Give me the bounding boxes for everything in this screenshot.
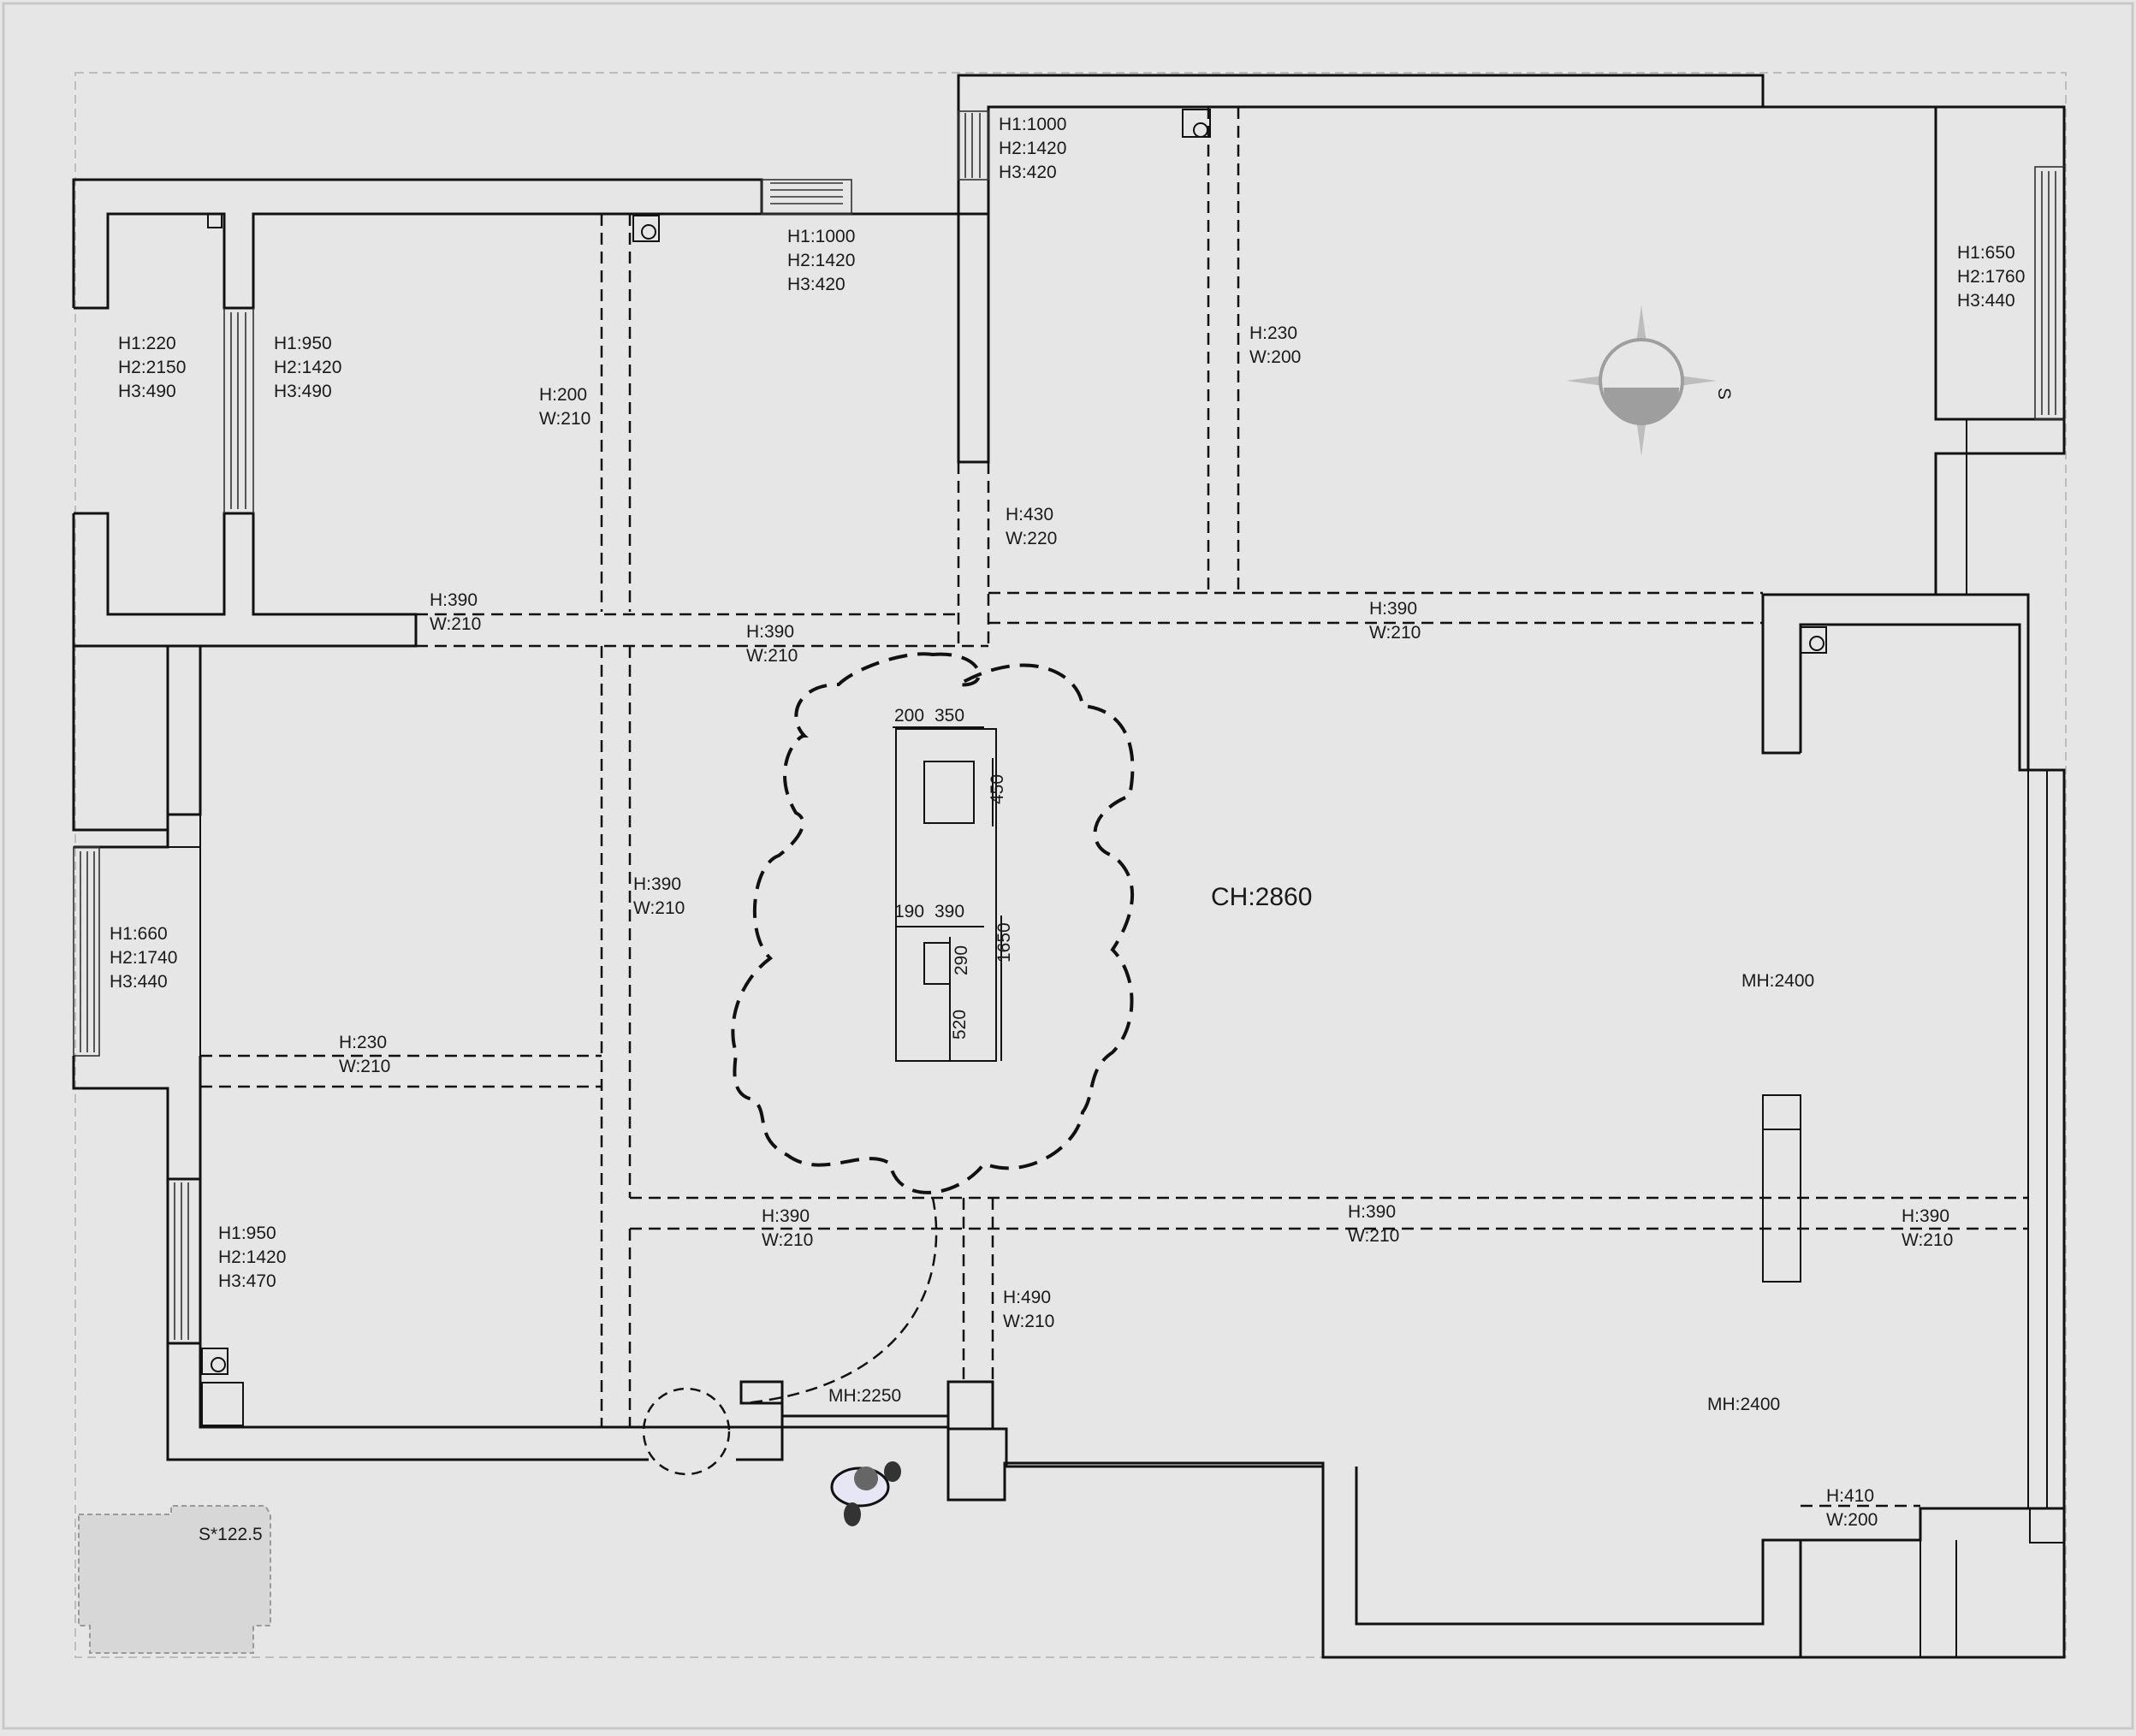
window-label-top-left-nook: H1:220 H2:2150 H3:490 (118, 334, 186, 401)
svg-text:H:390: H:390 (430, 590, 478, 610)
door-label-lower-2: H:390 W:210 (1348, 1202, 1399, 1246)
door-label-living-top: H:390 W:210 (1369, 599, 1421, 643)
entry-door-swing (642, 1197, 938, 1476)
svg-text:H1:950: H1:950 (218, 1223, 276, 1243)
svg-text:H:230: H:230 (339, 1033, 387, 1052)
svg-text:H:230: H:230 (1249, 323, 1297, 343)
mh-right-upper: MH:2400 (1741, 971, 1814, 991)
island-dim-3: 450 (988, 774, 1007, 804)
window-label-left-low: H1:950 H2:1420 H3:470 (218, 1223, 286, 1291)
svg-text:H3:490: H3:490 (118, 382, 176, 401)
svg-text:H1:650: H1:650 (1957, 243, 2015, 263)
svg-text:H2:1420: H2:1420 (274, 358, 341, 377)
svg-text:H:410: H:410 (1826, 1486, 1874, 1506)
window-label-right: H1:650 H2:1760 H3:440 (1957, 243, 2025, 311)
pipe-markers (201, 109, 1827, 1375)
door-label-bed-upper: H:200 W:210 (539, 385, 590, 429)
svg-text:H3:420: H3:420 (999, 163, 1057, 182)
svg-text:H1:220: H1:220 (118, 334, 176, 353)
island-dim-2: 350 (934, 706, 964, 726)
svg-text:W:210: W:210 (746, 646, 798, 666)
svg-text:H2:2150: H2:2150 (118, 358, 186, 377)
area-badge: S*122.5 (78, 1505, 271, 1654)
area-value: S*122.5 (199, 1525, 263, 1544)
walls (72, 74, 2066, 1659)
svg-text:H:390: H:390 (1369, 599, 1417, 619)
door-label-bed-left: H:230 W:210 (339, 1033, 390, 1076)
svg-text:H2:1760: H2:1760 (1957, 267, 2025, 287)
svg-text:H3:440: H3:440 (110, 972, 168, 992)
svg-text:H1:950: H1:950 (274, 334, 332, 353)
svg-text:H2:1740: H2:1740 (110, 948, 177, 968)
svg-text:H1:1000: H1:1000 (999, 115, 1066, 134)
door-label-hall: H:430 W:220 (1006, 505, 1057, 548)
svg-text:W:200: W:200 (1249, 347, 1301, 367)
window-label-left-mid: H1:660 H2:1740 H3:440 (110, 924, 177, 992)
island-dim-7: 1650 (994, 922, 1014, 963)
ceiling-height: CH:2860 (1211, 883, 1312, 911)
svg-text:W:210: W:210 (1902, 1230, 1953, 1250)
person-icon (830, 1461, 901, 1526)
window-label-top-bed: H1:950 H2:1420 H3:490 (274, 334, 341, 401)
svg-text:H:390: H:390 (762, 1206, 810, 1226)
svg-text:W:210: W:210 (339, 1057, 390, 1076)
svg-text:H2:1420: H2:1420 (999, 139, 1066, 158)
island-dim-5: 390 (934, 902, 964, 921)
door-label-lower-1: H:390 W:210 (762, 1206, 813, 1250)
kitchen-island: 200 350 450 190 390 290 1650 520 (731, 652, 1135, 1194)
svg-text:H:390: H:390 (633, 874, 681, 894)
labels: CH:2860 H1:220 H2:2150 H3:490 H1:950 H2:… (110, 115, 2025, 1530)
svg-text:H:390: H:390 (1348, 1202, 1396, 1222)
island-dim-1: 200 (894, 706, 924, 726)
door-label-kitchen: H:230 W:200 (1249, 323, 1301, 367)
compass-letter: S (1714, 388, 1734, 400)
svg-text:W:200: W:200 (1826, 1510, 1878, 1530)
svg-text:H2:1420: H2:1420 (787, 251, 855, 270)
svg-text:H:390: H:390 (1902, 1206, 1949, 1226)
svg-text:H:430: H:430 (1006, 505, 1053, 524)
dashed-openings (200, 107, 2028, 1542)
svg-text:W:210: W:210 (1369, 623, 1421, 643)
svg-text:H1:1000: H1:1000 (787, 227, 855, 246)
svg-text:H3:470: H3:470 (218, 1271, 276, 1291)
svg-text:W:220: W:220 (1006, 529, 1057, 548)
door-label-corridor-1: H:390 W:210 (430, 590, 481, 634)
svg-text:H3:440: H3:440 (1957, 291, 2015, 311)
svg-text:W:210: W:210 (539, 409, 590, 429)
svg-text:H3:420: H3:420 (787, 275, 846, 294)
island-dim-8: 520 (950, 1010, 970, 1040)
window-label-top-upper: H1:1000 H2:1420 H3:420 (999, 115, 1066, 182)
door-label-balcony: H:410 W:200 (1826, 1486, 1878, 1530)
window-label-top-center: H1:1000 H2:1420 H3:420 (787, 227, 855, 294)
svg-text:H3:490: H3:490 (274, 382, 332, 401)
svg-text:H:490: H:490 (1003, 1288, 1051, 1307)
svg-text:H2:1420: H2:1420 (218, 1247, 286, 1267)
svg-text:H1:660: H1:660 (110, 924, 168, 944)
mh-entry: MH:2250 (828, 1386, 901, 1406)
island-dim-4: 190 (894, 902, 924, 921)
svg-text:W:210: W:210 (762, 1230, 813, 1250)
door-label-vertical: H:390 W:210 (633, 874, 685, 918)
svg-text:W:210: W:210 (633, 898, 685, 918)
island-dim-6: 290 (952, 945, 971, 975)
svg-text:W:210: W:210 (1348, 1226, 1399, 1246)
door-label-entry: H:490 W:210 (1003, 1288, 1054, 1331)
door-label-corridor-2: H:390 W:210 (746, 622, 798, 666)
svg-text:W:210: W:210 (430, 614, 481, 634)
svg-text:H:390: H:390 (746, 622, 794, 642)
compass-icon: S (1566, 305, 1734, 456)
door-label-lower-3: H:390 W:210 (1902, 1206, 1953, 1250)
svg-text:W:210: W:210 (1003, 1312, 1054, 1331)
mh-right-lower: MH:2400 (1707, 1395, 1780, 1414)
site-boundary-rect (74, 72, 2067, 1658)
svg-text:H:200: H:200 (539, 385, 587, 405)
